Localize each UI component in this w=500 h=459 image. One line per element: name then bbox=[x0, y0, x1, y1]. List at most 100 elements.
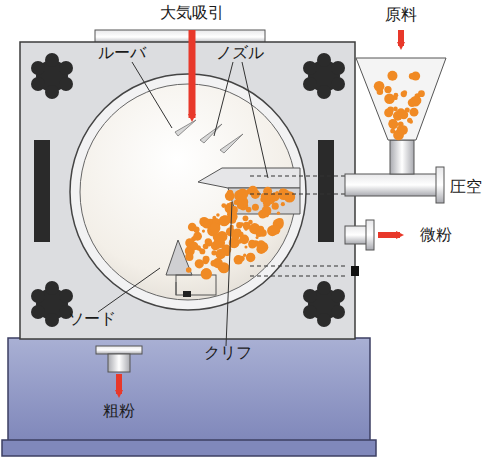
particle bbox=[202, 230, 205, 233]
base-plate bbox=[2, 440, 376, 456]
particle bbox=[201, 268, 212, 279]
louvers bbox=[175, 120, 243, 153]
particle bbox=[263, 187, 272, 196]
particle bbox=[394, 132, 399, 137]
particle bbox=[390, 128, 395, 133]
chamber-rim bbox=[70, 74, 306, 310]
flow-label: 粗粉 bbox=[103, 402, 135, 420]
particle bbox=[405, 107, 410, 112]
particle bbox=[221, 203, 226, 208]
feed-flange bbox=[436, 167, 444, 203]
part-label: クリフ bbox=[204, 344, 252, 362]
particle bbox=[225, 191, 235, 201]
feed-pipe bbox=[345, 174, 437, 196]
particle bbox=[202, 219, 211, 228]
particle bbox=[248, 241, 256, 249]
hinge-right bbox=[318, 140, 334, 242]
knobs bbox=[31, 53, 345, 327]
particle bbox=[243, 215, 249, 221]
nozzle-block bbox=[198, 168, 300, 188]
particle bbox=[418, 90, 425, 97]
particle bbox=[231, 232, 239, 240]
particle bbox=[276, 218, 284, 226]
particle bbox=[256, 230, 263, 237]
particle bbox=[262, 206, 272, 216]
fines-arrow bbox=[378, 232, 400, 238]
particle bbox=[257, 240, 266, 249]
particle bbox=[246, 253, 255, 262]
hopper bbox=[356, 58, 446, 140]
coarse-pipe bbox=[108, 354, 130, 372]
particle bbox=[252, 204, 259, 211]
flow-label: 微粉 bbox=[420, 226, 452, 244]
part-label: ソード bbox=[68, 310, 116, 328]
fines-pipe bbox=[345, 226, 367, 244]
feed-particles bbox=[374, 71, 425, 141]
particle bbox=[281, 202, 285, 206]
particle bbox=[227, 203, 231, 207]
particle bbox=[248, 220, 253, 225]
particle bbox=[211, 250, 216, 255]
particle bbox=[398, 125, 408, 135]
hopper-neck bbox=[390, 140, 414, 174]
particle bbox=[212, 216, 216, 220]
particle bbox=[401, 91, 407, 97]
particle bbox=[393, 107, 398, 112]
particle bbox=[277, 211, 280, 214]
base-frame bbox=[8, 338, 370, 442]
particle bbox=[211, 260, 217, 266]
feed-arrow bbox=[398, 30, 404, 46]
particle bbox=[388, 119, 397, 128]
pipe-hidden-bottom bbox=[250, 194, 345, 195]
particle bbox=[244, 246, 247, 249]
particle bbox=[239, 256, 245, 262]
particle bbox=[240, 222, 244, 226]
particle bbox=[248, 240, 255, 247]
part-label: ノズル bbox=[216, 44, 264, 62]
particle bbox=[193, 227, 199, 233]
flow-label: 圧空 bbox=[450, 178, 482, 196]
fines-flange bbox=[366, 220, 374, 250]
particle bbox=[185, 253, 193, 261]
particle bbox=[407, 118, 412, 123]
particle bbox=[203, 243, 209, 249]
particle bbox=[384, 86, 391, 93]
particle bbox=[384, 108, 393, 117]
particle bbox=[246, 207, 252, 213]
coarse-flange bbox=[96, 346, 142, 354]
particle bbox=[377, 88, 384, 95]
particle bbox=[190, 242, 198, 250]
particle bbox=[272, 203, 279, 210]
particle bbox=[239, 235, 249, 245]
particle bbox=[228, 211, 234, 217]
suction-arrow bbox=[189, 30, 196, 118]
particle bbox=[210, 223, 221, 234]
particle bbox=[216, 249, 226, 259]
coarse-arrow bbox=[116, 374, 122, 394]
chamber bbox=[80, 84, 296, 300]
particle bbox=[213, 234, 219, 240]
flow-label: 大気吸引 bbox=[160, 4, 224, 22]
particle bbox=[195, 259, 204, 268]
particle bbox=[410, 96, 421, 107]
particle bbox=[201, 268, 211, 278]
particle bbox=[234, 200, 239, 205]
particle bbox=[409, 73, 415, 79]
particle bbox=[245, 228, 248, 231]
hinge-left bbox=[34, 140, 50, 242]
particle bbox=[384, 93, 395, 104]
particle bbox=[220, 215, 230, 225]
leader-lines bbox=[98, 62, 268, 346]
particle bbox=[203, 258, 209, 264]
particle bbox=[186, 267, 192, 273]
flow-label: 原料 bbox=[385, 6, 417, 24]
particle bbox=[219, 215, 230, 226]
particle bbox=[410, 108, 419, 117]
part-label: ルーバ bbox=[98, 44, 146, 62]
particle bbox=[387, 71, 397, 81]
particle bbox=[271, 225, 281, 235]
particle bbox=[237, 188, 248, 199]
particle bbox=[389, 120, 399, 130]
particle bbox=[216, 213, 220, 217]
housing bbox=[20, 42, 355, 339]
